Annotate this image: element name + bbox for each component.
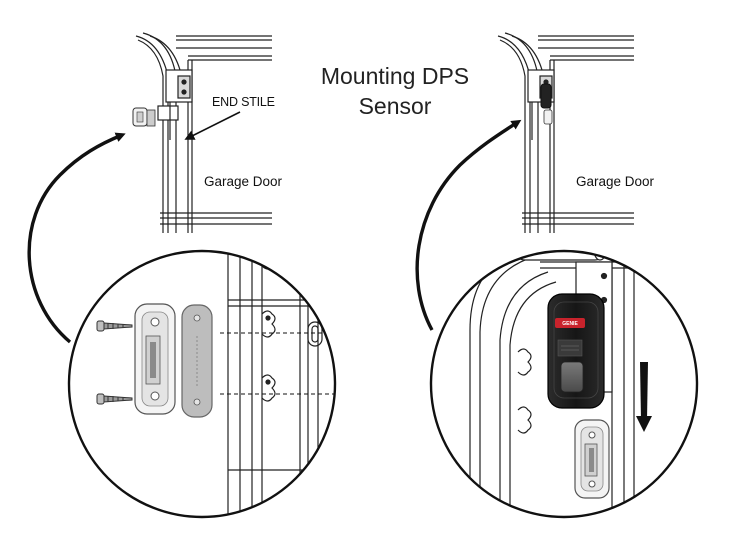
- right-mini-sensor: [540, 83, 553, 125]
- left-garage-door-label: Garage Door: [204, 174, 283, 189]
- svg-text:GENIE: GENIE: [562, 321, 578, 327]
- mounting-bracket: [134, 303, 176, 415]
- bottom-screw: [96, 393, 133, 405]
- mounting-screws: [96, 320, 133, 405]
- left-door-frame: [135, 32, 272, 233]
- slide-down-arrow: [636, 362, 652, 432]
- left-mini-sensor-bracket: [132, 107, 156, 127]
- mounting-spacer: [181, 304, 213, 418]
- end-stile-label: END STILE: [212, 95, 275, 109]
- sensor-mount-bracket: [574, 419, 610, 499]
- sensor-button: [560, 361, 584, 393]
- title-line-2: Sensor: [358, 93, 432, 119]
- title-line-1: Mounting DPS: [320, 63, 470, 89]
- right-detail-circle: [429, 249, 699, 519]
- right-garage-door-label: Garage Door: [576, 174, 655, 189]
- right-door-frame: [497, 32, 634, 233]
- end-stile-arrow: [184, 111, 241, 140]
- dps-sensor-unit: GENIE: [547, 293, 605, 409]
- left-curved-arrow: [27, 132, 126, 344]
- top-screw: [96, 320, 133, 332]
- right-curved-arrow: [415, 119, 522, 331]
- sensor-brand-badge: [555, 318, 585, 328]
